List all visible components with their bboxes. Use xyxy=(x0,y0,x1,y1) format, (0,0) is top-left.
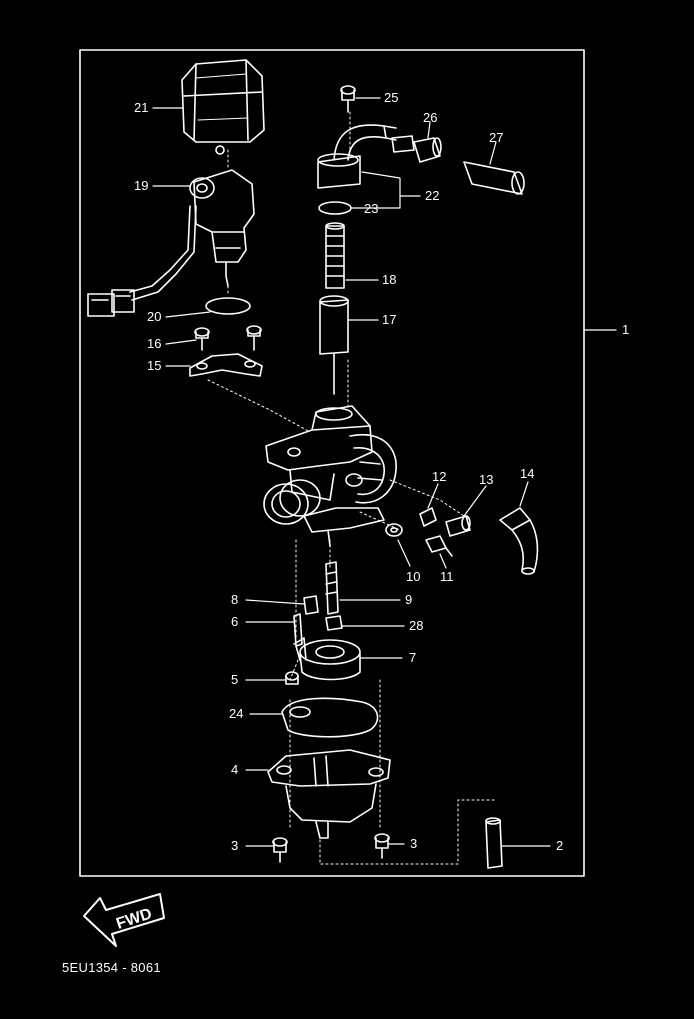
callout-9: 9 xyxy=(405,592,413,607)
part-17-throttle-valve xyxy=(319,295,349,395)
part-10-jet xyxy=(385,523,403,537)
plate-hole xyxy=(244,360,256,368)
callout-17: 17 xyxy=(382,312,397,327)
part-14-hose xyxy=(499,507,539,575)
callout-8: 8 xyxy=(231,592,239,607)
callout-15: 15 xyxy=(147,358,162,373)
callout-12: 12 xyxy=(432,469,447,484)
part-8-jet xyxy=(303,595,319,615)
part-11-screw xyxy=(425,535,453,557)
callout-11: 11 xyxy=(440,569,454,584)
leader-lines xyxy=(152,97,617,847)
callout-7: 7 xyxy=(409,650,417,665)
part-12-screw xyxy=(419,507,437,527)
part-9-needle-jet xyxy=(325,561,339,615)
part-27-tube xyxy=(463,161,525,195)
part-7-float xyxy=(293,637,361,681)
fwd-label: FWD xyxy=(114,905,154,932)
part-26-clip xyxy=(413,137,442,163)
part-15-plate xyxy=(189,353,263,377)
callout-24: 24 xyxy=(229,706,244,721)
part-25-screw xyxy=(340,85,356,113)
part-19-choke xyxy=(87,169,255,317)
plate-hole xyxy=(196,362,208,370)
part-24-gasket xyxy=(281,697,379,738)
part-20-o-ring xyxy=(205,297,251,315)
callout-3-right: 3 xyxy=(410,836,418,851)
part-2-hose xyxy=(485,817,503,869)
callout-1: 1 xyxy=(622,322,630,337)
callout-2: 2 xyxy=(556,838,564,853)
callout-16: 16 xyxy=(147,336,162,351)
part-23-o-ring xyxy=(318,201,352,215)
part-18-spring xyxy=(325,222,345,289)
callout-5: 5 xyxy=(231,672,239,687)
fwd-arrow-icon: FWD xyxy=(83,893,165,947)
carburetor-body xyxy=(263,405,397,547)
part-28-jet xyxy=(325,615,343,631)
callout-19: 19 xyxy=(134,178,149,193)
reference-code: 5EU1354 - 8061 xyxy=(62,960,161,975)
callout-18: 18 xyxy=(382,272,397,287)
callout-23: 23 xyxy=(364,201,379,216)
callout-28: 28 xyxy=(409,618,424,633)
part-4-float-chamber xyxy=(267,749,391,839)
small-gasket xyxy=(391,135,415,153)
part-3-screw-left xyxy=(272,837,288,863)
guide-lines xyxy=(207,111,495,865)
part-21-cap xyxy=(181,59,265,155)
callout-27: 27 xyxy=(489,130,504,145)
callout-22: 22 xyxy=(425,188,440,203)
callout-21: 21 xyxy=(134,100,149,115)
part-3-screw-right xyxy=(374,833,390,859)
part-22-elbow xyxy=(317,124,397,189)
callout-25: 25 xyxy=(384,90,399,105)
callout-10: 10 xyxy=(406,569,421,584)
diagram-frame xyxy=(79,49,585,877)
part-16-screws xyxy=(194,325,262,351)
callout-13: 13 xyxy=(479,472,494,487)
callout-4: 4 xyxy=(231,762,239,777)
callout-26: 26 xyxy=(423,110,438,125)
callout-20: 20 xyxy=(147,309,162,324)
callout-6: 6 xyxy=(231,614,239,629)
callout-3-left: 3 xyxy=(231,838,239,853)
part-13-screw xyxy=(445,515,471,537)
callout-14: 14 xyxy=(520,466,535,481)
gasket-tab xyxy=(289,706,311,718)
part-6-float-needle xyxy=(293,613,303,661)
